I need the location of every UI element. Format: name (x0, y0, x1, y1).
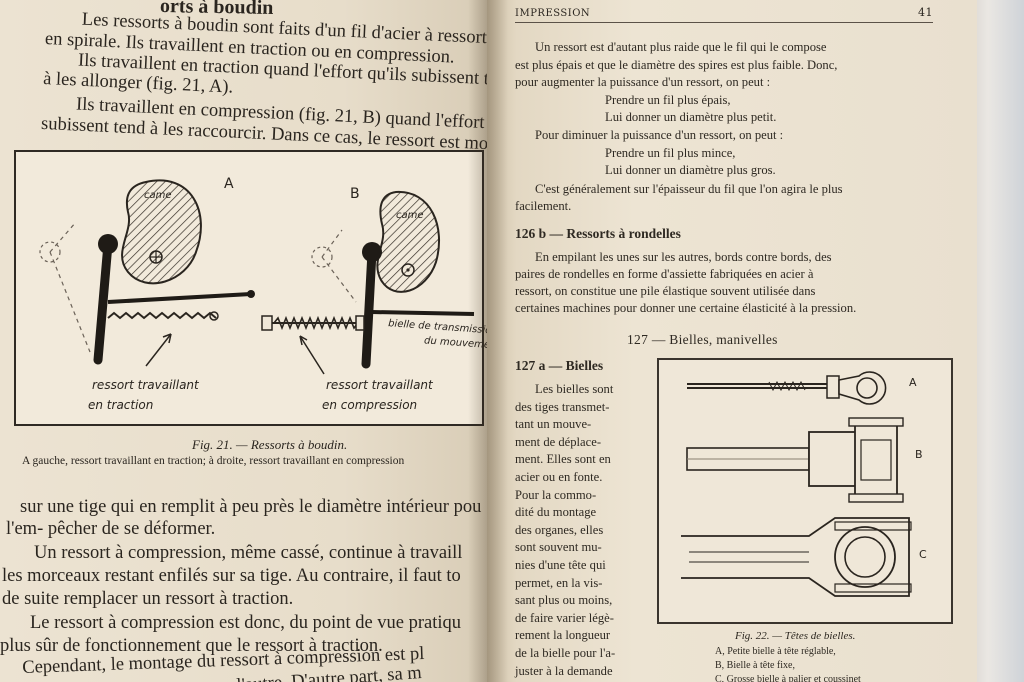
figure-21-caption-text: A gauche, ressort travaillant en tractio… (22, 455, 405, 467)
bielles-line: des organes, elles (515, 522, 604, 537)
figure-22-caption-title: Fig. 22. — Têtes de bielles. (735, 630, 856, 642)
running-head-title: IMPRESSION (515, 8, 591, 19)
cam-b-pivot (401, 263, 415, 277)
figure-21-caption-title: Fig. 21. — Ressorts à boudin. (192, 437, 348, 452)
compression-label-line2: en compression (322, 398, 418, 412)
bielles-line: dité du montage (515, 505, 597, 520)
bielles-line: nies d'une tête qui (515, 558, 606, 572)
bielles-line: de la bielle pour l'a- (515, 646, 616, 660)
right-para4-line4: certaines machines pour donner une certa… (515, 301, 857, 315)
lever-a (93, 239, 113, 365)
compression-label-line1: ressort travaillant (326, 378, 433, 392)
right-para3-line1: C'est généralement sur l'épaisseur du fi… (535, 182, 843, 196)
rod-a (107, 292, 252, 304)
section-127a-heading: 127 a — Bielles (515, 358, 604, 373)
left-para4-line3: de suite remplacer un ressort à traction… (2, 589, 294, 609)
figure-21-label-a: A (224, 176, 234, 192)
right-list2-item1: Prendre un fil plus mince, (605, 146, 736, 160)
figure-22-caption-a: A, Petite bielle à tête réglable, (715, 646, 836, 657)
bielles-line: ment de déplace- (515, 434, 602, 449)
left-para5-line2: plus sûr de fonctionnement que le ressor… (0, 636, 383, 656)
bielles-line: des tiges transmet- (515, 399, 610, 414)
page-number: 41 (918, 6, 933, 19)
figure-22-label-c: C (919, 548, 927, 561)
right-para1-line1: Un ressort est d'autant plus raide que l… (535, 40, 827, 54)
running-header: IMPRESSION 41 (515, 6, 933, 23)
section-126b-heading: 126 b — Ressorts à rondelles (515, 226, 681, 241)
bielles-line: tant un mouve- (515, 417, 592, 432)
figure-22-label-a: A (909, 376, 917, 389)
right-list2-item2: Lui donner un diamètre plus gros. (605, 163, 776, 177)
spring-compression (273, 315, 359, 331)
right-para1-line3: pour augmenter la puissance d'un ressort… (515, 75, 771, 89)
bielles-line: rement la longueur (515, 628, 611, 643)
cam-a (121, 179, 202, 285)
right-para4-line2: paires de rondelles en forme d'assiette … (515, 267, 814, 281)
bielles-line: ment. Elles sont en (515, 452, 611, 467)
figure-22-drawing (681, 371, 912, 597)
figure-21-label-b: B (350, 186, 360, 202)
right-list1-item1: Prendre un fil plus épais, (605, 93, 731, 107)
right-para1-line2: est plus épais et que le diamètre des sp… (515, 58, 838, 72)
cam-b (376, 190, 441, 293)
spring-traction (107, 311, 217, 320)
left-para3-line2: l'em- pêcher de se déformer. (6, 519, 216, 539)
traction-label-line1: ressort travaillant (92, 378, 199, 392)
traction-label-line2: en traction (88, 398, 154, 412)
right-para4-line1: En empilant les unes sur les autres, bor… (535, 250, 832, 264)
bielles-line: sant plus ou moins, (515, 593, 613, 608)
left-para4-line2: les morceaux restant enfilés sur sa tige… (2, 566, 461, 586)
figure-21: A B came came bielle de transmission du … (14, 150, 490, 426)
left-para3-line1: sur une tige qui en remplit à peu près l… (20, 497, 482, 517)
left-intro-block: Les ressorts à boudin sont faits d'un fi… (0, 0, 490, 172)
right-para3-line2: facilement. (515, 199, 572, 213)
figure-21-drawing (39, 179, 475, 375)
right-page: IMPRESSION 41 Un ressort est d'autant pl… (487, 0, 977, 682)
right-para4-line3: ressort, on constitue une pile élastique… (515, 284, 816, 298)
figure-22-label-b: B (915, 448, 923, 461)
right-list1-item2: Lui donner un diamètre plus petit. (605, 110, 777, 124)
cam-a-label: came (144, 190, 172, 201)
rod-b (371, 310, 475, 316)
bielles-line: juster à la demande (515, 663, 613, 678)
bielles-line: acier ou en fonte. (515, 470, 603, 484)
figure-22: A B C (657, 358, 953, 624)
section-127-heading: 127 — Bielles, manivelles (627, 332, 778, 347)
bielles-line: permet, en la vis- (515, 575, 603, 590)
bielles-line: sont souvent mu- (515, 540, 602, 555)
bielles-line: Les bielles sont (535, 382, 614, 396)
figure-22-caption-b: B, Bielle à tête fixe, (715, 660, 795, 671)
left-page: orts à boudin Les ressorts à boudin sont… (0, 0, 490, 682)
bielles-line: de faire varier légè- (515, 610, 614, 625)
left-para5-line1: Le ressort à compression est donc, du po… (30, 613, 462, 633)
right-para2: Pour diminuer la puissance d'un ressort,… (535, 128, 784, 142)
left-para4-line1: Un ressort à compression, même cassé, co… (34, 543, 463, 563)
bielles-line: Pour la commo- (515, 487, 597, 502)
cam-b-label: came (396, 210, 424, 221)
lever-b (361, 247, 377, 369)
figure-22-caption-c: C, Grosse bielle à palier et coussinet (715, 674, 861, 682)
